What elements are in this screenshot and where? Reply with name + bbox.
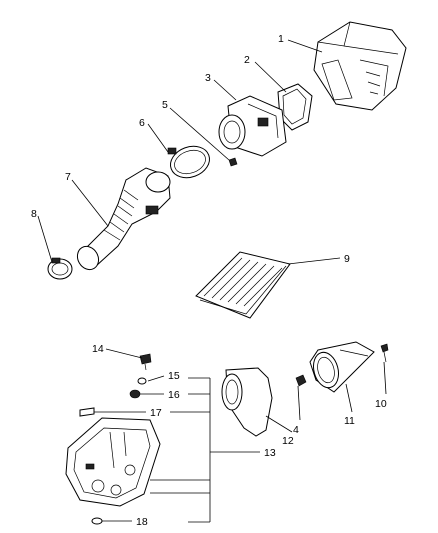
air-cleaner-case	[65, 417, 161, 507]
air-cleaner-lid	[313, 21, 407, 111]
hose-clamp-lower	[47, 257, 73, 280]
callout-1: 1	[278, 33, 284, 45]
bolt	[380, 343, 389, 363]
callouts: 1 2 3 4 5 6 7 8 9 10 11 12 13 14 15 16 1…	[31, 33, 387, 528]
callout-6: 6	[139, 117, 145, 129]
callout-9: 9	[344, 253, 350, 265]
callout-17: 17	[150, 407, 162, 419]
callout-16: 16	[168, 389, 180, 401]
callout-11: 11	[344, 415, 355, 427]
air-duct	[309, 341, 375, 393]
resonator-elbow	[221, 367, 273, 437]
airflow-meter	[218, 95, 287, 157]
callout-15: 15	[168, 370, 180, 382]
callout-3: 3	[205, 72, 211, 84]
callout-12: 12	[282, 435, 294, 447]
hose-clamp-upper	[167, 145, 210, 179]
bolt-small	[228, 157, 238, 167]
callout-10: 10	[375, 398, 387, 410]
callout-7: 7	[65, 171, 71, 183]
plug	[91, 517, 103, 525]
callout-5: 5	[162, 99, 168, 111]
callout-2: 2	[244, 54, 250, 66]
callout-4: 4	[293, 424, 299, 436]
callout-13: 13	[264, 447, 276, 459]
air-filter	[195, 251, 291, 319]
pin	[79, 407, 95, 417]
screw	[139, 353, 152, 371]
intake-hose	[76, 167, 171, 271]
clip	[295, 374, 307, 387]
leader-lines	[37, 39, 387, 523]
insulator	[129, 389, 141, 399]
callout-8: 8	[31, 208, 37, 220]
callout-18: 18	[136, 516, 148, 528]
callout-14: 14	[92, 343, 104, 355]
grommet	[137, 377, 147, 385]
